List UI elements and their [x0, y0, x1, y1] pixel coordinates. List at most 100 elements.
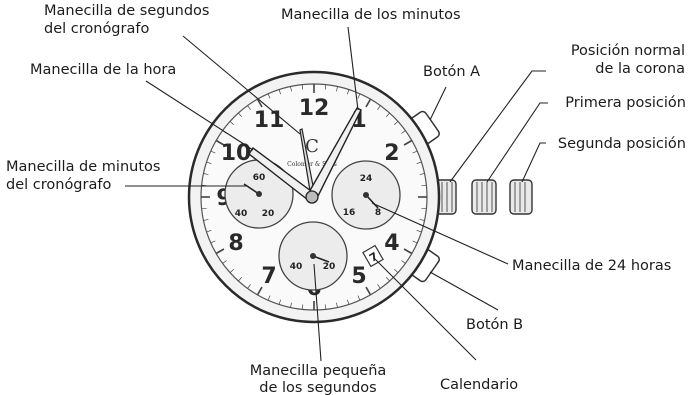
label-hand-24h: Manecilla de 24 horas: [512, 258, 671, 274]
tick-mark: [347, 299, 350, 305]
label-chrono-minutes-hand-line2: del cronógrafo: [6, 177, 111, 193]
hour-numeral-8: 8: [228, 231, 243, 256]
tick-mark: [401, 130, 406, 134]
label-crown-first: Primera posición: [565, 95, 686, 111]
tick-mark: [215, 248, 225, 255]
subdial-bottom-40: 40: [290, 262, 303, 272]
label-small-seconds-line2: de los segundos: [259, 380, 377, 395]
label-crown-normal-line1: Posición normal: [571, 43, 685, 59]
tick-mark: [201, 207, 207, 210]
tick-mark: [238, 277, 242, 282]
tick-mark: [210, 240, 216, 244]
tick-mark: [324, 84, 327, 90]
label-hour-hand: Manecilla de la hora: [30, 62, 176, 78]
label-crown-second: Segunda posición: [558, 136, 686, 152]
minute-ticks: [201, 84, 427, 310]
label-button-b: Botón B: [466, 317, 523, 333]
tick-mark: [247, 284, 251, 289]
subdial-right: 24 8 16: [331, 160, 401, 230]
tick-mark: [278, 89, 281, 95]
tick-mark: [386, 277, 390, 282]
tick-mark: [386, 112, 390, 117]
hour-numeral-11: 11: [254, 108, 285, 133]
tick-mark: [278, 299, 281, 305]
tick-mark: [267, 295, 271, 301]
brand-logo: C: [305, 136, 319, 157]
tick-mark: [419, 219, 425, 221]
tick-mark: [421, 207, 427, 210]
tick-mark: [203, 219, 209, 221]
crown-first-position: [471, 179, 497, 215]
tick-mark: [290, 86, 292, 92]
tick-mark: [256, 286, 263, 296]
chrono-minutes-hand: [243, 183, 260, 195]
tick-mark: [336, 86, 338, 92]
tick-mark: [416, 230, 422, 233]
tick-mark: [357, 93, 361, 99]
hour-numeral-7: 7: [261, 264, 276, 289]
tick-mark: [357, 295, 361, 301]
labels: Manecilla de segundos del cronógrafo Man…: [6, 3, 686, 395]
tick-mark: [377, 105, 381, 110]
subdial-right-24: 24: [360, 174, 373, 184]
hour-numeral-5: 5: [351, 264, 366, 289]
tick-mark: [222, 260, 227, 264]
tick-mark: [365, 286, 372, 296]
tick-mark: [206, 161, 212, 164]
tick-mark: [403, 248, 413, 255]
crown-second-position: [509, 179, 533, 215]
tick-mark: [301, 304, 304, 310]
tick-mark: [238, 112, 242, 117]
label-chrono-minutes-hand-line1: Manecilla de minutos: [6, 159, 160, 175]
subdial-left-40: 40: [235, 209, 248, 219]
tick-mark: [229, 269, 234, 273]
label-chrono-seconds-hand-line2: del cronógrafo: [44, 21, 149, 37]
tick-mark: [267, 93, 271, 99]
tick-mark: [401, 260, 406, 264]
center-pin: [305, 190, 319, 204]
tick-mark: [229, 121, 234, 125]
subdial-left: 60 20 40: [224, 159, 294, 229]
tick-mark: [365, 98, 372, 108]
tick-mark: [247, 105, 251, 110]
tick-mark: [256, 98, 263, 108]
tick-mark: [206, 230, 212, 233]
tick-mark: [210, 150, 216, 154]
subdial-right-8: 8: [375, 208, 381, 218]
tick-mark: [394, 269, 399, 273]
hour-numeral-4: 4: [384, 231, 399, 256]
label-crown-normal-line2: de la corona: [595, 61, 685, 77]
tick-mark: [377, 284, 381, 289]
tick-mark: [416, 161, 422, 164]
label-small-seconds-line1: Manecilla pequeña: [250, 363, 387, 379]
label-button-a: Botón A: [423, 64, 480, 80]
hour-numeral-2: 2: [384, 141, 399, 166]
tick-mark: [403, 139, 413, 146]
tick-mark: [421, 184, 427, 187]
tick-mark: [412, 240, 418, 244]
label-calendar: Calendario: [440, 377, 518, 393]
tick-mark: [301, 84, 304, 90]
label-minute-hand: Manecilla de los minutos: [281, 7, 461, 23]
subdial-bottom-20: 20: [323, 262, 336, 272]
tick-mark: [394, 121, 399, 125]
tick-mark: [290, 302, 292, 308]
leader-lines: [125, 26, 548, 362]
subdial-bottom: 20 40: [278, 221, 348, 291]
subdial-left-20: 20: [262, 209, 275, 219]
subdial-right-16: 16: [343, 208, 356, 218]
label-chrono-seconds-hand-line1: Manecilla de segundos: [44, 3, 209, 19]
tick-mark: [412, 150, 418, 154]
brand-name: Colomer & Sons: [287, 161, 337, 168]
tick-mark: [336, 302, 338, 308]
hour-numeral-12: 12: [299, 96, 330, 121]
hour-numerals: 12124567891011: [216, 96, 399, 301]
tick-mark: [215, 139, 225, 146]
tick-mark: [324, 304, 327, 310]
tick-mark: [203, 173, 209, 175]
tick-mark: [419, 173, 425, 175]
tick-mark: [347, 89, 350, 95]
subdial-left-60: 60: [253, 173, 266, 183]
